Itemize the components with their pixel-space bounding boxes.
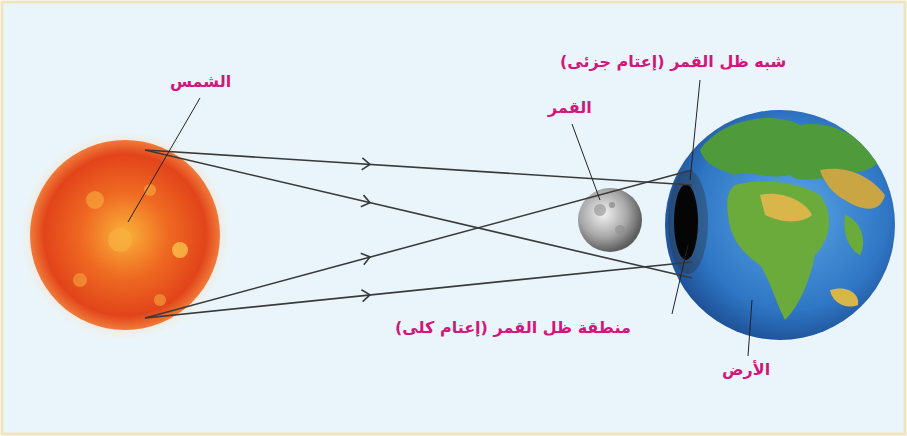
callout-label: الأرض xyxy=(722,360,770,379)
sun xyxy=(17,127,233,343)
leader-lines xyxy=(128,80,752,356)
callout-label: منطقة ظل القمر (إعتام كلى) xyxy=(395,318,631,337)
callout-label: الشمس xyxy=(170,72,231,91)
callout-label: شبه ظل القمر (إعتام جزئى) xyxy=(560,52,786,71)
callout-label: القمر xyxy=(548,98,592,117)
earth xyxy=(665,110,895,340)
penumbra-region xyxy=(668,170,708,274)
umbra-region xyxy=(674,184,698,260)
light-rays xyxy=(145,150,692,318)
